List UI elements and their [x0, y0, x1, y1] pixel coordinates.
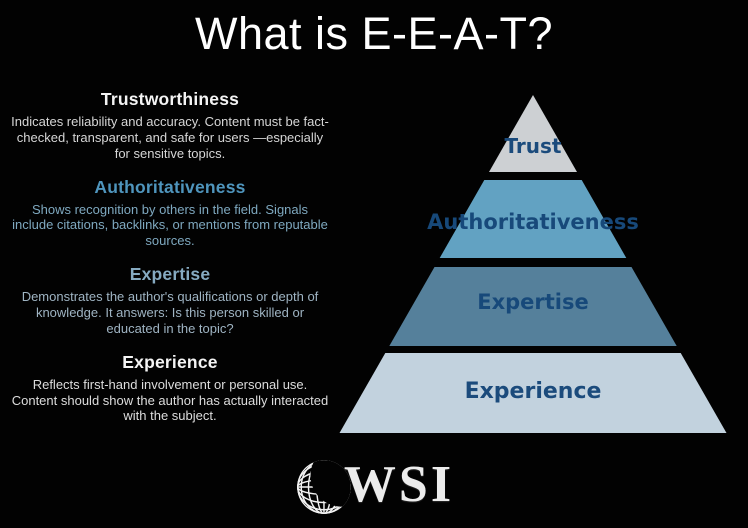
- description-block-experience: Experience Reflects first-hand involveme…: [4, 352, 336, 425]
- eeat-descriptions: Trustworthiness Indicates reliability an…: [4, 89, 336, 439]
- wsi-logo: WSI: [0, 449, 748, 521]
- wsi-wordmark: WSI: [343, 456, 455, 513]
- section-heading: Authoritativeness: [94, 176, 246, 197]
- pyramid-level-authoritativeness: [439, 180, 627, 258]
- pyramid-label-trust: Trust: [504, 134, 561, 158]
- globe-icon: [297, 460, 351, 514]
- description-block-authoritativeness: Authoritativeness Shows recognition by o…: [4, 177, 336, 250]
- pyramid-label-experience: Experience: [465, 379, 602, 404]
- pyramid-label-expertise: Expertise: [477, 290, 589, 314]
- section-body: Demonstrates the author's qualifications…: [21, 289, 319, 336]
- section-heading: Trustworthiness: [100, 89, 240, 109]
- section-body: Shows recognition by others in the field…: [12, 201, 328, 249]
- page-title: What is E-E-A-T?: [194, 8, 554, 59]
- pyramid-label-authoritativeness: Authoritativeness: [427, 210, 639, 234]
- section-heading: Experience: [122, 351, 218, 372]
- section-heading: Expertise: [129, 264, 211, 285]
- pyramid-level-trust: [489, 95, 577, 172]
- pyramid-level-experience: [339, 353, 727, 433]
- section-body: Indicates reliability and accuracy. Cont…: [11, 114, 329, 161]
- pyramid-level-expertise: [389, 267, 677, 346]
- section-body: Reflects first-hand involvement or perso…: [11, 376, 329, 424]
- eeat-pyramid: Trust Authoritativeness Expertise Experi…: [339, 95, 727, 433]
- description-block-expertise: Expertise Demonstrates the author's qual…: [4, 264, 336, 337]
- description-block-trustworthiness: Trustworthiness Indicates reliability an…: [4, 89, 336, 162]
